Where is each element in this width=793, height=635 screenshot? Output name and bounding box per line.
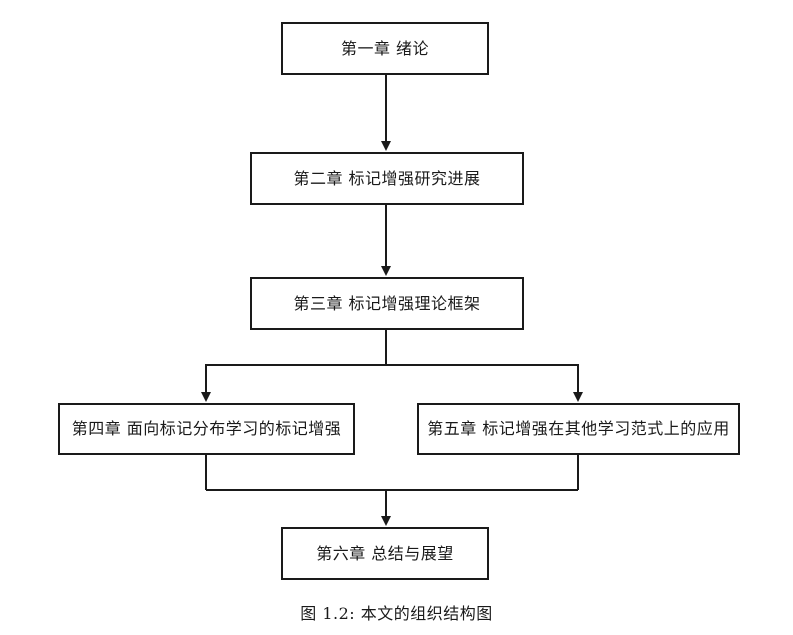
node-chapter6-label: 第六章 总结与展望 [316,543,454,563]
node-chapter3: 第三章 标记增强理论框架 [250,277,524,330]
node-chapter1: 第一章 绪论 [281,22,489,75]
node-chapter2: 第二章 标记增强研究进展 [250,152,524,205]
node-chapter5-label: 第五章 标记增强在其他学习范式上的应用 [427,419,730,439]
node-chapter2-label: 第二章 标记增强研究进展 [293,168,481,188]
node-chapter6: 第六章 总结与展望 [281,527,489,580]
node-chapter3-label: 第三章 标记增强理论框架 [293,293,481,313]
node-chapter4: 第四章 面向标记分布学习的标记增强 [58,403,355,455]
node-chapter1-label: 第一章 绪论 [340,38,430,58]
figure-caption: 图 1.2: 本文的组织结构图 [300,604,493,623]
node-chapter4-label: 第四章 面向标记分布学习的标记增强 [71,419,342,439]
node-chapter5: 第五章 标记增强在其他学习范式上的应用 [417,403,740,455]
